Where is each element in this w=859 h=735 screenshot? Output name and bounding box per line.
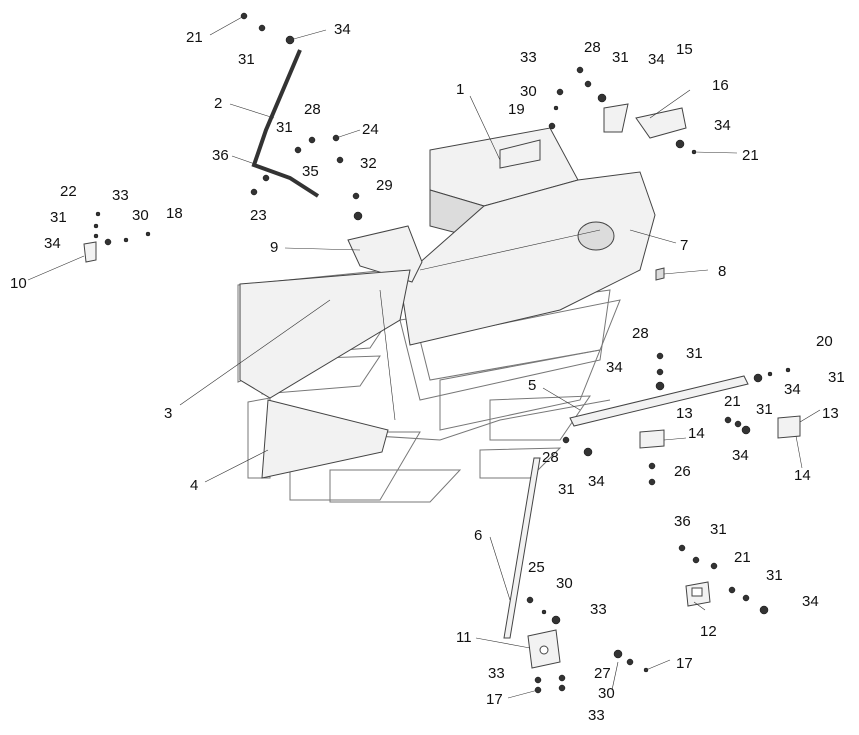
- callout-22: 22: [60, 183, 77, 200]
- callout-36: 36: [674, 513, 691, 530]
- callout-2: 2: [214, 95, 222, 112]
- callout-13: 13: [822, 405, 839, 422]
- callout-34: 34: [606, 359, 623, 376]
- callout-20: 20: [816, 333, 833, 350]
- part-15-bracket: [603, 103, 629, 133]
- callout-7: 7: [680, 237, 688, 254]
- callout-31: 31: [828, 369, 845, 386]
- callout-13: 13: [676, 405, 693, 422]
- callout-23: 23: [250, 207, 267, 224]
- callout-34: 34: [648, 51, 665, 68]
- callout-36: 36: [212, 147, 229, 164]
- callout-30: 30: [520, 83, 537, 100]
- callout-32: 32: [360, 155, 377, 172]
- callout-33: 33: [112, 187, 129, 204]
- callout-34: 34: [714, 117, 731, 134]
- callout-17: 17: [486, 691, 503, 708]
- callout-31: 31: [276, 119, 293, 136]
- part-11-plate: [527, 629, 561, 669]
- callout-12: 12: [700, 623, 717, 640]
- callout-33: 33: [588, 707, 605, 724]
- callout-33: 33: [488, 665, 505, 682]
- part-8-clip: [655, 267, 665, 281]
- callout-9: 9: [270, 239, 278, 256]
- part-7-main-cover: [399, 171, 656, 346]
- callout-30: 30: [598, 685, 615, 702]
- callout-31: 31: [710, 521, 727, 538]
- callout-34: 34: [802, 593, 819, 610]
- callout-34: 34: [588, 473, 605, 490]
- callout-34: 34: [784, 381, 801, 398]
- callout-30: 30: [556, 575, 573, 592]
- callout-21: 21: [724, 393, 741, 410]
- callout-1: 1: [456, 81, 464, 98]
- callout-14: 14: [688, 425, 705, 442]
- callout-34: 34: [732, 447, 749, 464]
- callout-4: 4: [190, 477, 198, 494]
- callout-31: 31: [238, 51, 255, 68]
- callout-28: 28: [304, 101, 321, 118]
- callout-31: 31: [686, 345, 703, 362]
- callout-16: 16: [712, 77, 729, 94]
- callout-21: 21: [186, 29, 203, 46]
- callout-labels: 21 31 34 2 28 31 24 36 35 32 29 23 22 33…: [10, 21, 845, 724]
- callout-31: 31: [612, 49, 629, 66]
- callout-24: 24: [362, 121, 379, 138]
- callout-14: 14: [794, 467, 811, 484]
- callout-31: 31: [756, 401, 773, 418]
- callout-35: 35: [302, 163, 319, 180]
- callout-33: 33: [590, 601, 607, 618]
- part-5-long-bar: [569, 375, 749, 427]
- leader-lines: [27, 15, 821, 699]
- part-3-left-panel: [239, 269, 411, 399]
- callout-28: 28: [632, 325, 649, 342]
- callout-33: 33: [520, 49, 537, 66]
- callout-8: 8: [718, 263, 726, 280]
- callout-31: 31: [766, 567, 783, 584]
- callout-34: 34: [44, 235, 61, 252]
- callout-5: 5: [528, 377, 536, 394]
- callout-6: 6: [474, 527, 482, 544]
- callout-21: 21: [742, 147, 759, 164]
- part-9-front-bracket: [347, 225, 423, 283]
- callout-11: 11: [456, 629, 472, 646]
- callout-25: 25: [528, 559, 545, 576]
- callout-10: 10: [10, 275, 27, 292]
- callout-34: 34: [334, 21, 351, 38]
- callout-31: 31: [558, 481, 575, 498]
- callout-15: 15: [676, 41, 693, 58]
- part-12-plate: [685, 581, 711, 607]
- callout-19: 19: [508, 101, 525, 118]
- callout-17: 17: [676, 655, 693, 672]
- callout-29: 29: [376, 177, 393, 194]
- part-16-bracket: [635, 107, 687, 139]
- callout-27: 27: [594, 665, 611, 682]
- callout-26: 26: [674, 463, 691, 480]
- callout-21: 21: [734, 549, 751, 566]
- part-13-bracket-right: [777, 415, 801, 439]
- callout-31: 31: [50, 209, 67, 226]
- part-10-small-bracket: [83, 241, 97, 263]
- hardware-fasteners: [93, 12, 791, 694]
- callout-28: 28: [542, 449, 559, 466]
- callout-18: 18: [166, 205, 183, 222]
- callout-30: 30: [132, 207, 149, 224]
- callout-28: 28: [584, 39, 601, 56]
- callout-3: 3: [164, 405, 172, 422]
- part-13-bracket-left: [639, 429, 665, 449]
- part-6-vertical-strip: [503, 457, 541, 639]
- part-2-bent-rod: [251, 49, 320, 198]
